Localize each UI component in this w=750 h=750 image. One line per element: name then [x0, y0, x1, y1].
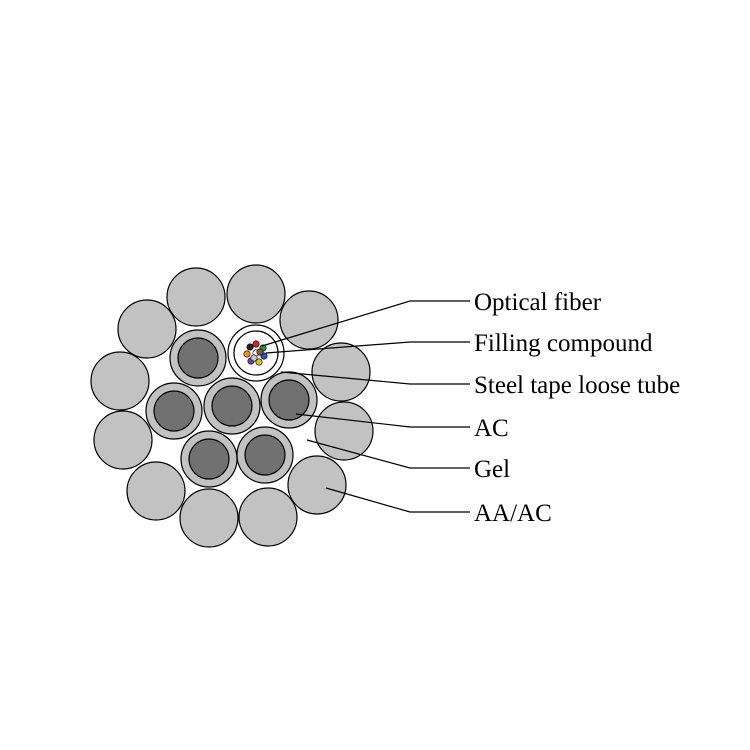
- optical-fiber: [256, 348, 264, 356]
- steel-tape-loose-tube: [227, 324, 285, 382]
- labels: Optical fiber Filling compound Steel tap…: [474, 289, 680, 527]
- ac-wire: [169, 329, 227, 387]
- label-optical-fiber: Optical fiber: [474, 289, 602, 316]
- ac-wire: [145, 382, 203, 440]
- outer-wire: [226, 264, 286, 324]
- optical-fiber: [250, 354, 258, 362]
- ac-wire: [260, 371, 318, 429]
- leader-ac: [295, 413, 470, 428]
- ac-wire: [203, 377, 261, 435]
- ac-wire: [236, 426, 294, 484]
- outer-wire: [179, 488, 239, 548]
- outer-wire: [166, 267, 226, 327]
- outer-wire: [279, 290, 339, 350]
- leader-optical-fiber: [261, 300, 470, 347]
- outer-wire: [93, 410, 153, 470]
- ac-wire: [180, 430, 238, 488]
- leader-lines: [261, 300, 470, 513]
- outer-wire-layer: [90, 264, 374, 548]
- optical-fiber: [246, 343, 254, 351]
- outer-wire: [126, 461, 186, 521]
- optical-fiber: [252, 340, 260, 348]
- leader-filling-compound: [265, 341, 470, 354]
- outer-wire: [314, 401, 374, 461]
- optical-fiber: [255, 358, 263, 366]
- outer-wire: [311, 342, 371, 402]
- label-gel: Gel: [474, 456, 510, 483]
- outer-wire: [117, 299, 177, 359]
- ac-wire-layer: [145, 329, 318, 488]
- outer-wire: [238, 487, 298, 547]
- label-aa-ac: AA/AC: [474, 500, 552, 527]
- leader-gel: [306, 439, 470, 469]
- optical-fiber-bundle: [243, 340, 268, 366]
- label-filling-compound: Filling compound: [474, 330, 653, 357]
- outer-wire: [287, 455, 347, 515]
- optical-fiber: [243, 350, 251, 358]
- outer-wire: [90, 351, 150, 411]
- leader-steel-tape-loose-tube: [280, 371, 470, 385]
- label-ac: AC: [474, 415, 509, 442]
- leader-aa-ac: [325, 487, 470, 513]
- label-steel-tape-loose-tube: Steel tape loose tube: [474, 372, 680, 399]
